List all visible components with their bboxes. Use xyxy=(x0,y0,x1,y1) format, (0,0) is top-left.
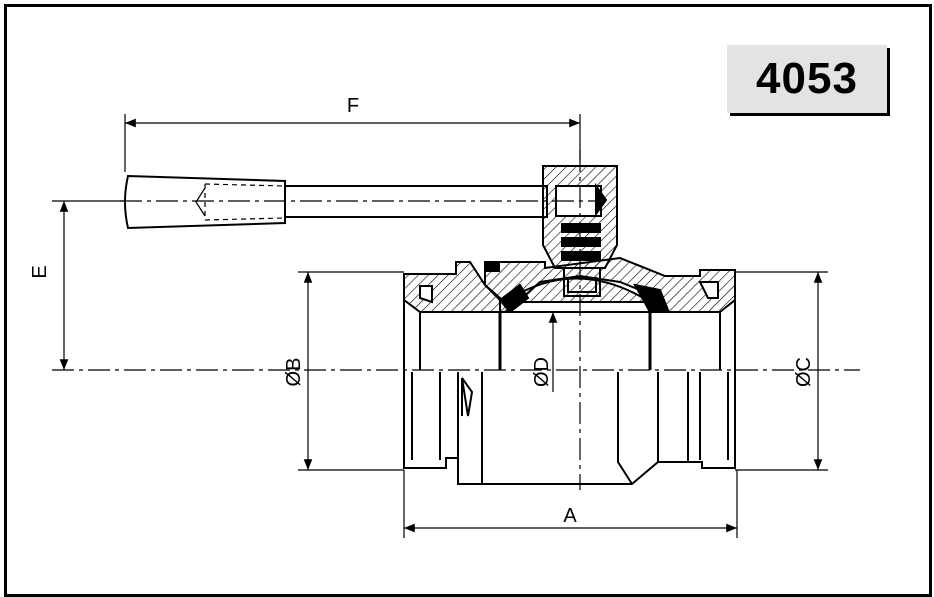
part-number-badge: 4053 xyxy=(727,45,887,113)
dimension-lines xyxy=(52,114,828,538)
lever-handle xyxy=(124,174,548,230)
dim-label-a: A xyxy=(563,505,577,527)
dim-label-c: ØC xyxy=(793,357,815,387)
valve-body-outline xyxy=(403,300,736,485)
center-lines xyxy=(52,150,860,490)
dim-label-b: ØB xyxy=(283,358,305,387)
drawing-frame xyxy=(4,4,932,597)
dim-label-d: ØD xyxy=(531,357,553,387)
valve-body-section xyxy=(403,256,736,314)
dim-label-f: F xyxy=(347,95,359,117)
dim-label-e: E xyxy=(29,265,51,278)
part-number: 4053 xyxy=(756,54,858,103)
